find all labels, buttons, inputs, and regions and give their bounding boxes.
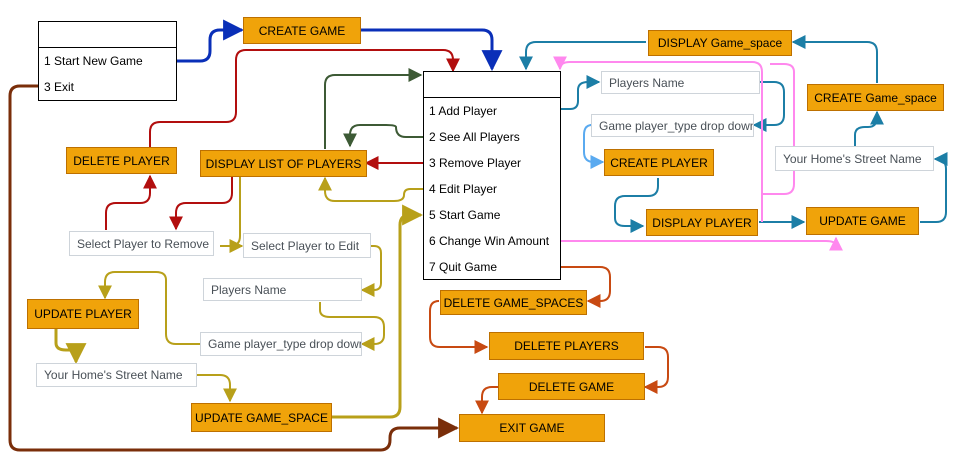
create-game-space-box: CREATE Game_space (807, 84, 944, 111)
create-player-box: CREATE PLAYER (604, 149, 714, 176)
select-player-to-edit-field[interactable]: Select Player to Edit (243, 233, 371, 258)
display-list-of-players-box: DISPLAY LIST OF PLAYERS (200, 150, 367, 177)
edge-edit-to-display-list (318, 176, 423, 202)
exit-game-box: EXIT GAME (459, 414, 605, 442)
edge-delete-player-to-menu (149, 49, 460, 149)
player-type-dropdown-left[interactable]: Game player_type drop down (200, 332, 362, 356)
edge-add-player-to-players-name (560, 75, 601, 110)
edge-create-player-to-display-player (614, 178, 659, 233)
edge-street-right-to-create-space (854, 110, 884, 146)
edge-type-right-to-create-player (583, 124, 605, 169)
edge-pink-loop (553, 56, 763, 222)
edge-create-game-to-menu (361, 28, 503, 72)
menu-item-quit-game[interactable]: 7 Quit Game (429, 260, 498, 274)
edge-delete-spaces-to-delete-players (429, 300, 489, 354)
player-menu: 1 Add Player 2 See All Players 3 Remove … (423, 71, 561, 280)
edge-exit-to-exit-game (8, 84, 460, 452)
menu-item-see-all-players[interactable]: 2 See All Players (429, 130, 520, 144)
edge-start-to-create-game (176, 19, 245, 63)
player-type-dropdown-right[interactable]: Game player_type drop down (591, 114, 754, 137)
edge-display-list-to-select-remove (169, 176, 233, 231)
edge-update-player-to-street (54, 329, 87, 365)
delete-game-box: DELETE GAME (498, 373, 645, 400)
update-player-box: UPDATE PLAYER (27, 299, 139, 329)
street-name-field-left[interactable]: Your Home's Street Name (36, 363, 197, 387)
delete-player-box: DELETE PLAYER (66, 147, 177, 174)
edge-delete-players-to-delete-game (643, 346, 669, 394)
select-player-to-remove-field[interactable]: Select Player to Remove (69, 231, 214, 256)
delete-players-box: DELETE PLAYERS (489, 332, 644, 360)
edge-see-all-to-display-list (343, 124, 423, 148)
delete-game-spaces-box: DELETE GAME_SPACES (440, 290, 587, 315)
edge-pink-right (762, 63, 795, 195)
edge-update-space-to-start (332, 204, 424, 419)
menu-item-start-game[interactable]: 5 Start Game (429, 208, 501, 222)
edge-quit-to-delete-spaces (560, 266, 611, 308)
player-menu-header (424, 72, 560, 98)
menu-item-change-win-amount[interactable]: 6 Change Win Amount (429, 234, 550, 248)
edge-street-to-update-space (196, 374, 237, 403)
edge-display-space-to-menu (519, 41, 646, 71)
display-player-box: DISPLAY PLAYER (646, 209, 758, 236)
menu-item-add-player[interactable]: 1 Add Player (429, 104, 498, 118)
edge-players-name-to-type-right (752, 81, 785, 132)
menu-item-remove-player[interactable]: 3 Remove Player (429, 156, 522, 170)
edge-delete-game-to-exit (475, 386, 498, 415)
menu-item-start-new-game[interactable]: 1 Start New Game (44, 54, 143, 68)
street-name-field-right[interactable]: Your Home's Street Name (775, 146, 934, 171)
edge-display-list-to-select-edit (219, 176, 244, 253)
edge-players-name-to-type (319, 302, 385, 351)
update-game-box: UPDATE GAME (806, 207, 919, 235)
menu-item-edit-player[interactable]: 4 Edit Player (429, 182, 498, 196)
create-game-box: CREATE GAME (243, 17, 361, 44)
edge-type-to-update-player (98, 271, 200, 345)
edge-win-amount-to-update-game (560, 236, 843, 251)
update-game-space-box: UPDATE GAME_SPACE (191, 403, 332, 432)
players-name-field-left[interactable]: Players Name (203, 278, 362, 301)
main-menu: 1 Start New Game 3 Exit (38, 21, 177, 101)
main-menu-header (39, 22, 176, 48)
edge-create-space-to-display-space (791, 35, 878, 83)
edge-select-edit-to-players-name (360, 245, 382, 297)
display-game-space-box: DISPLAY Game_space (648, 30, 792, 56)
players-name-field-right[interactable]: Players Name (601, 71, 760, 94)
edge-update-game-to-street-right (920, 152, 948, 223)
edge-display-list-to-menu (324, 68, 423, 149)
edge-select-remove-to-delete-player (105, 174, 157, 230)
menu-item-exit[interactable]: 3 Exit (44, 80, 75, 94)
